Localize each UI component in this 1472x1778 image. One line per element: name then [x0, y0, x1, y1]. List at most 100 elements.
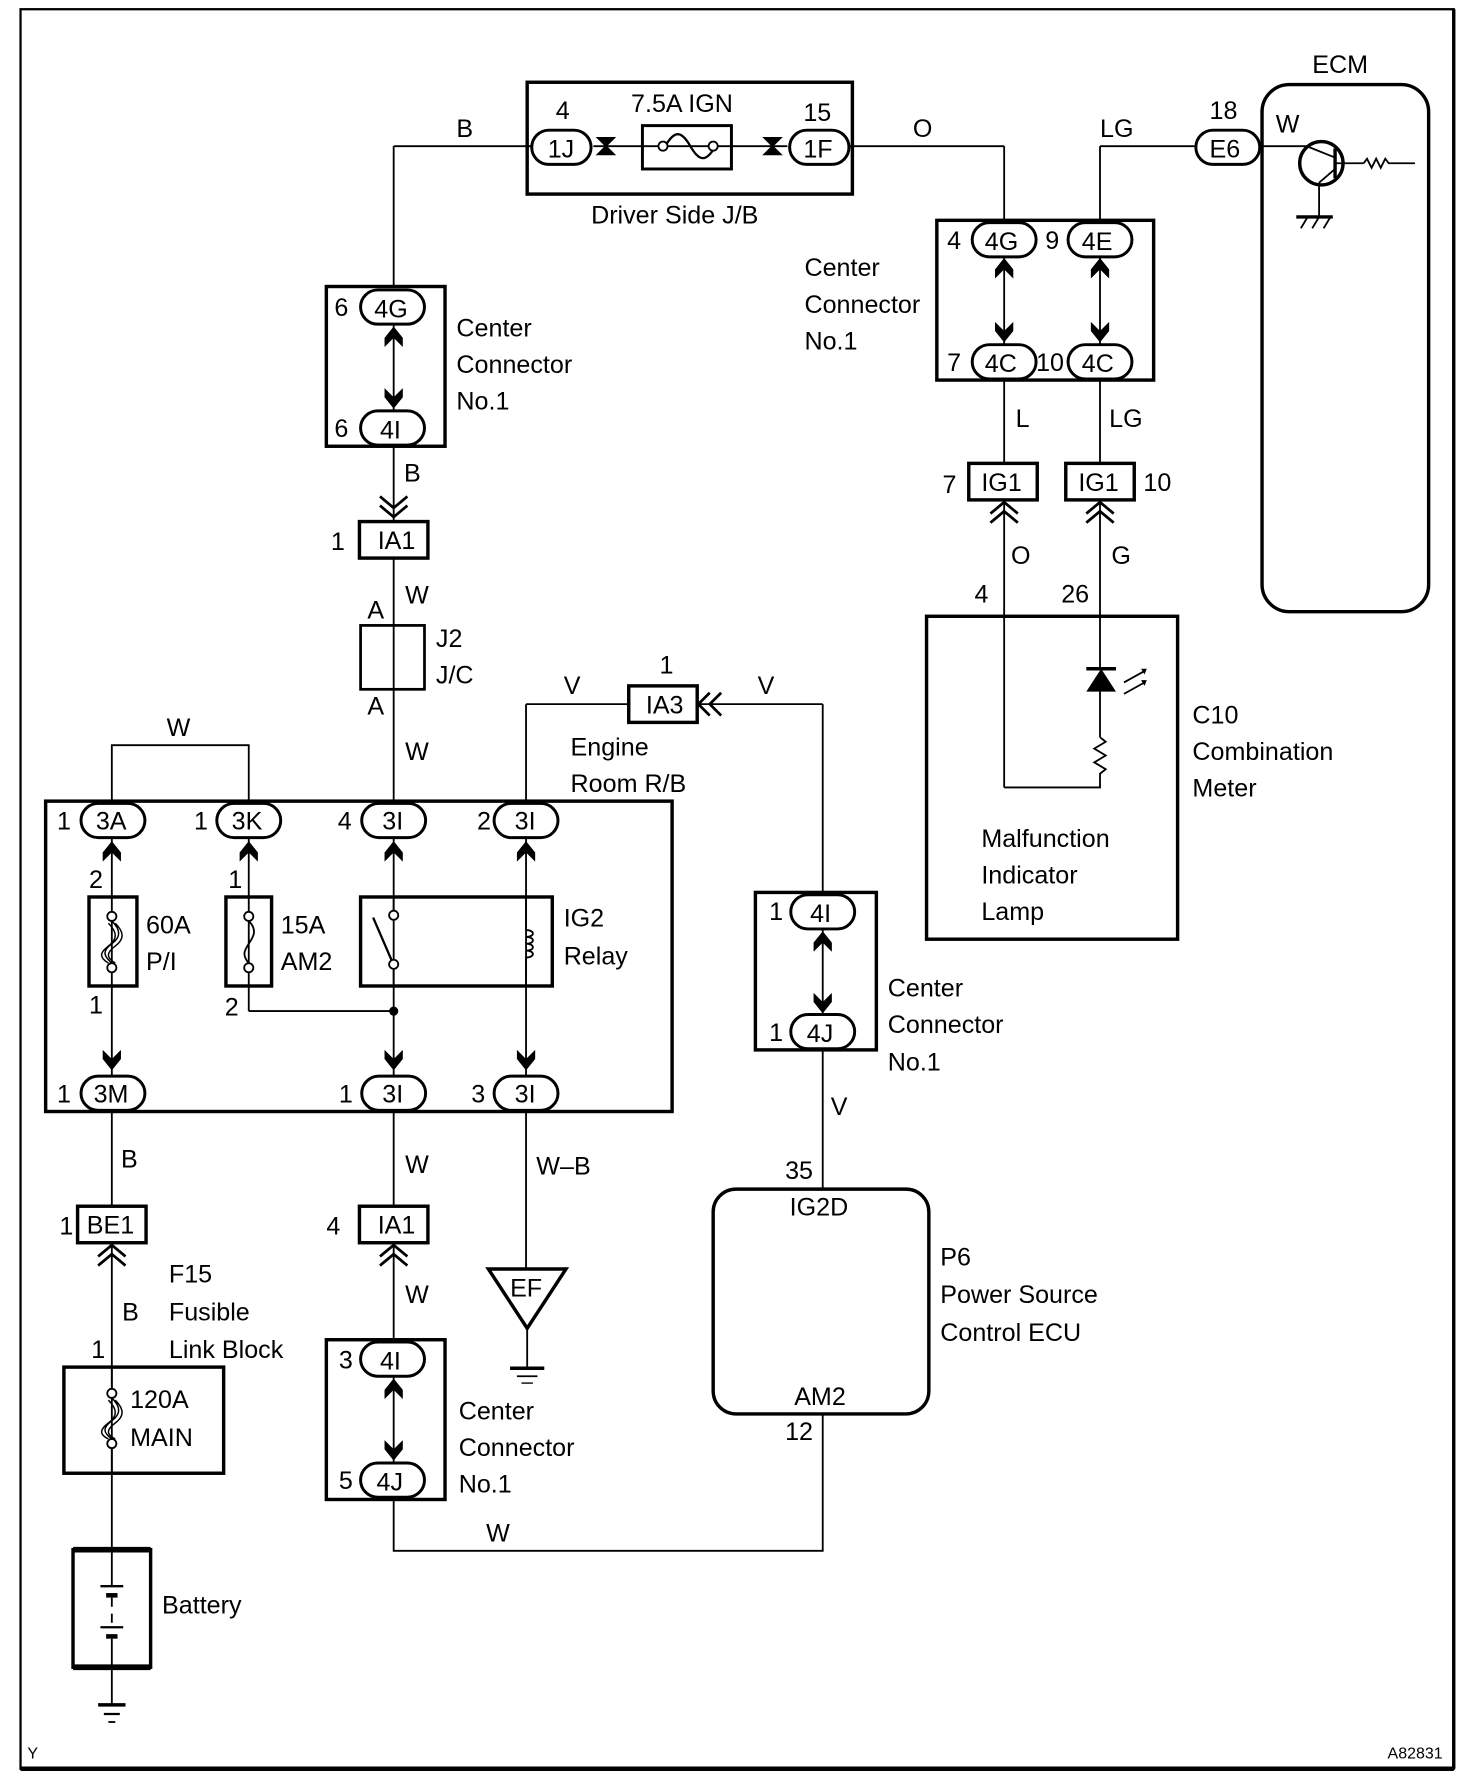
svg-text:15A: 15A — [281, 912, 326, 940]
engine-room-rb: Engine Room R/B W 3A 3K 3I 3I 1 1 4 2 — [43, 714, 687, 1114]
svg-text:L: L — [1016, 405, 1030, 433]
svg-text:60A: 60A — [146, 912, 191, 940]
svg-text:1: 1 — [91, 1336, 105, 1364]
svg-text:No.1: No.1 — [459, 1471, 512, 1499]
svg-text:W: W — [486, 1520, 510, 1548]
lower-mid-chain: W IA1 4 W 4I 4J 3 5 Center Connector No.… — [324, 1110, 824, 1552]
svg-text:4J: 4J — [377, 1468, 404, 1496]
svg-text:EF: EF — [510, 1274, 542, 1302]
svg-text:4G: 4G — [985, 228, 1018, 256]
svg-text:B: B — [121, 1145, 138, 1173]
ground-icon — [1296, 215, 1333, 229]
svg-text:P6: P6 — [940, 1244, 971, 1272]
svg-text:Power Source: Power Source — [940, 1281, 1098, 1309]
svg-text:1: 1 — [660, 651, 674, 679]
svg-text:Engine: Engine — [571, 733, 649, 761]
center-connector-mid-right: 4I 4J 1 1 Center Connector No.1 V — [753, 890, 1004, 1191]
svg-text:W: W — [405, 1151, 429, 1179]
svg-text:7: 7 — [943, 471, 957, 499]
svg-text:IG1: IG1 — [1078, 469, 1118, 497]
svg-text:Connector: Connector — [888, 1011, 1004, 1039]
coil-icon — [525, 929, 534, 959]
svg-text:3A: 3A — [96, 808, 127, 836]
svg-text:P/I: P/I — [146, 948, 177, 976]
svg-text:2: 2 — [477, 808, 491, 836]
pin-4: 4 — [556, 97, 570, 125]
svg-text:IG1: IG1 — [981, 469, 1021, 497]
conn-1f-label: 1F — [803, 136, 832, 164]
svg-text:Room R/B: Room R/B — [571, 770, 687, 798]
svg-text:2: 2 — [225, 994, 239, 1022]
svg-text:Center: Center — [456, 315, 531, 343]
svg-text:1: 1 — [57, 808, 71, 836]
svg-text:Connector: Connector — [804, 291, 920, 319]
svg-text:1: 1 — [194, 808, 208, 836]
svg-text:IG2: IG2 — [564, 905, 604, 933]
svg-text:Connector: Connector — [456, 351, 572, 379]
svg-text:120A: 120A — [130, 1386, 189, 1414]
battery-icon — [71, 1546, 153, 1671]
ecm-label: ECM — [1312, 51, 1368, 79]
svg-text:V: V — [564, 672, 581, 700]
svg-text:Center: Center — [459, 1398, 534, 1426]
svg-text:C10: C10 — [1192, 702, 1238, 730]
svg-text:1: 1 — [339, 1080, 353, 1108]
svg-text:W: W — [405, 582, 429, 610]
svg-text:Lamp: Lamp — [981, 898, 1044, 926]
svg-text:1: 1 — [228, 866, 242, 894]
wire-color-w: W — [1276, 110, 1300, 138]
connector-1j — [530, 128, 593, 166]
svg-text:IA1: IA1 — [378, 1212, 416, 1240]
fuse-label: 7.5A IGN — [631, 90, 733, 118]
transistor-icon — [1297, 139, 1415, 217]
svg-text:F15: F15 — [169, 1261, 212, 1289]
svg-text:3: 3 — [339, 1346, 353, 1374]
svg-text:Control ECU: Control ECU — [940, 1319, 1081, 1347]
connector-e6 — [1194, 128, 1262, 166]
svg-text:Malfunction: Malfunction — [981, 825, 1109, 853]
svg-text:3I: 3I — [515, 808, 536, 836]
svg-text:Center: Center — [804, 254, 879, 282]
power-source-control-ecu: 35 IG2D AM2 12 P6 Power Source Control E… — [711, 1157, 1098, 1446]
svg-text:4G: 4G — [374, 295, 407, 323]
center-connector-right: 4G 4E 4C 4C 4 9 7 10 Center Connector No… — [804, 146, 1156, 464]
wire-color-b: B — [456, 115, 473, 143]
svg-text:3K: 3K — [232, 808, 263, 836]
svg-text:4C: 4C — [1082, 350, 1114, 378]
fuse-element — [664, 133, 717, 160]
svg-text:Relay: Relay — [564, 942, 629, 970]
center-connector-top-left: 4G 4I 6 6 Center Connector No.1 B — [324, 146, 572, 522]
connector-ia1-top: IA1 1 W — [331, 519, 430, 803]
junction-connector-j2: A A J2 J/C W — [359, 597, 474, 766]
svg-text:MAIN: MAIN — [130, 1424, 193, 1452]
svg-text:26: 26 — [1061, 581, 1089, 609]
svg-text:1: 1 — [331, 528, 345, 556]
conn-1j-label: 1J — [548, 136, 575, 164]
svg-text:4: 4 — [947, 227, 961, 255]
svg-text:10: 10 — [1036, 349, 1064, 377]
ecm: ECM E6 18 LG W — [1099, 51, 1431, 614]
svg-text:W: W — [405, 1281, 429, 1309]
svg-text:Combination: Combination — [1192, 738, 1333, 766]
svg-text:10: 10 — [1143, 469, 1171, 497]
fuse-120a-main — [62, 1365, 226, 1475]
svg-text:AM2: AM2 — [794, 1383, 846, 1411]
combination-meter: 4 26 Malfunction Indicator Lamp C10 Comb… — [924, 581, 1333, 941]
svg-text:6: 6 — [334, 415, 348, 443]
svg-text:B: B — [122, 1298, 139, 1326]
svg-text:G: G — [1111, 542, 1131, 570]
svg-text:7: 7 — [947, 349, 961, 377]
ig1-connectors: IG1 IG1 7 10 O G — [943, 461, 1171, 788]
svg-text:5: 5 — [339, 1467, 353, 1495]
pin-18: 18 — [1210, 97, 1238, 125]
svg-text:1: 1 — [57, 1080, 71, 1108]
svg-text:IA3: IA3 — [646, 691, 684, 719]
svg-text:No.1: No.1 — [456, 388, 509, 416]
svg-text:A: A — [367, 597, 384, 625]
svg-text:4: 4 — [326, 1213, 340, 1241]
svg-text:IG2D: IG2D — [790, 1193, 849, 1221]
svg-text:3I: 3I — [382, 808, 403, 836]
connector-1f — [788, 128, 851, 166]
jb-label: Driver Side J/B — [591, 202, 758, 230]
